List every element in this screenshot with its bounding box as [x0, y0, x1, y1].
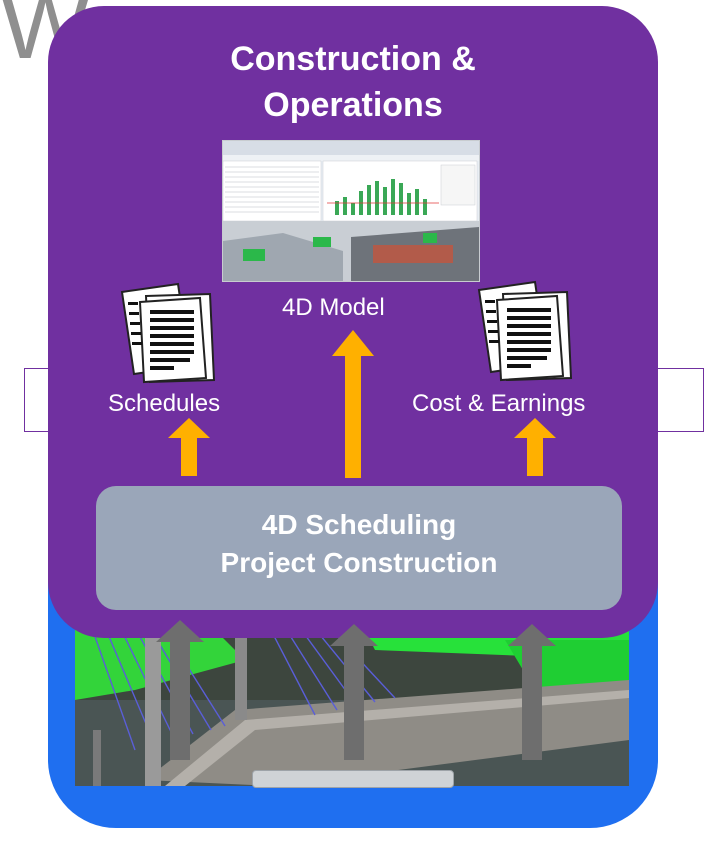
4d-model-thumbnail-image [223, 141, 479, 281]
viewer-toolbar [252, 770, 454, 788]
panel-title-line2: Operations [263, 86, 443, 124]
4d-model-label: 4D Model [282, 294, 385, 321]
panel-title-line1: Construction & [230, 40, 476, 78]
arrow-up-icon-input-left [156, 620, 204, 760]
arrow-up-icon-input-center [330, 624, 378, 760]
arrow-up-icon-input-right [508, 624, 556, 760]
schedules-label: Schedules [108, 390, 221, 417]
arrow-up-icon-schedules [168, 418, 210, 476]
cost-earnings-label: Cost & Earnings [412, 390, 586, 417]
4d-scheduling-box: 4D Scheduling Project Construction [96, 486, 622, 610]
scheduling-box-line2: Project Construction [220, 547, 498, 578]
arrow-up-icon-cost [514, 418, 556, 476]
panel-title: Construction & Operations [48, 36, 658, 128]
schedules-document-stack-icon [120, 282, 216, 384]
cost-document-stack-icon [477, 280, 573, 382]
4d-model-screenshot [222, 140, 480, 282]
scheduling-box-line1: 4D Scheduling [261, 509, 457, 540]
arrow-up-icon-model [332, 330, 374, 478]
